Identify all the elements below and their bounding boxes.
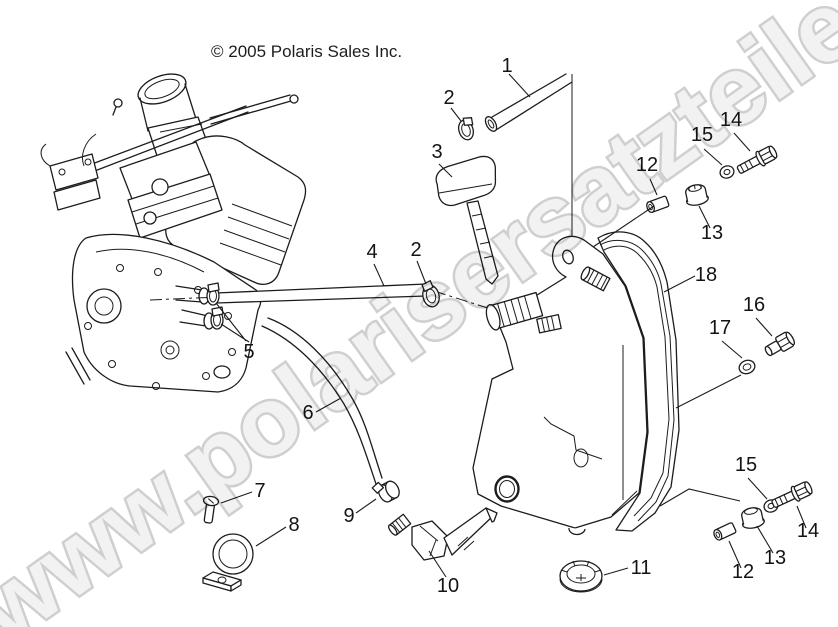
part-drain-cap bbox=[559, 560, 603, 593]
callout-6: 6 bbox=[302, 397, 342, 424]
callout-label: 2 bbox=[443, 87, 454, 109]
callout-15-top: 15 bbox=[691, 124, 723, 166]
part-clamp-pair bbox=[206, 282, 224, 330]
part-cable-clamp bbox=[202, 533, 254, 592]
part-bolt-top bbox=[736, 145, 778, 174]
part-screw bbox=[202, 495, 220, 524]
part-tank-cover bbox=[597, 231, 680, 532]
callout-10: 10 bbox=[428, 550, 459, 597]
callout-9: 9 bbox=[343, 498, 377, 527]
part-spacer-bottom bbox=[713, 522, 737, 541]
callout-label: 15 bbox=[691, 124, 713, 146]
callout-label: 12 bbox=[636, 154, 658, 176]
callout-11: 11 bbox=[603, 557, 652, 579]
callout-8: 8 bbox=[255, 514, 300, 547]
leader-bottom-mount-to-tank bbox=[659, 488, 741, 507]
callout-7: 7 bbox=[220, 480, 266, 504]
callout-label: 10 bbox=[437, 575, 459, 597]
callout-label: 6 bbox=[302, 402, 313, 424]
callout-12-bottom: 12 bbox=[728, 540, 754, 583]
part-grommet-bottom bbox=[741, 507, 765, 529]
callout-label: 14 bbox=[797, 520, 819, 542]
callout-label: 8 bbox=[288, 514, 299, 536]
callout-14-bottom: 14 bbox=[796, 505, 819, 542]
part-sealing-washer bbox=[738, 359, 756, 375]
callout-label: 16 bbox=[743, 294, 765, 316]
callout-14-top: 14 bbox=[720, 109, 751, 152]
callout-label: 11 bbox=[631, 557, 652, 579]
callout-label: 5 bbox=[243, 341, 254, 363]
part-oil-line bbox=[484, 73, 573, 132]
callout-13-top: 13 bbox=[698, 205, 723, 244]
callout-label: 9 bbox=[343, 505, 354, 527]
leader-washer-to-tank bbox=[675, 374, 742, 409]
callout-label: 13 bbox=[764, 547, 786, 569]
part-grommet-top bbox=[685, 184, 709, 206]
engine-illustration bbox=[40, 73, 307, 393]
callout-label: 12 bbox=[732, 561, 754, 583]
part-oil-tank bbox=[472, 235, 648, 536]
callout-5: 5 bbox=[215, 302, 255, 363]
part-washer-top bbox=[719, 165, 735, 179]
callout-label: 17 bbox=[709, 317, 731, 339]
part-clamp-top bbox=[458, 117, 474, 141]
callout-12-top: 12 bbox=[636, 154, 658, 196]
callout-3: 3 bbox=[431, 141, 453, 178]
part-spacer-top bbox=[646, 195, 670, 214]
callout-16: 16 bbox=[743, 294, 773, 337]
part-fitting bbox=[764, 331, 796, 357]
callout-label: 2 bbox=[410, 239, 421, 261]
part-vent-hose bbox=[261, 317, 383, 485]
callout-2-top: 2 bbox=[443, 87, 462, 122]
part-clamp-mid bbox=[421, 280, 440, 308]
callout-label: 13 bbox=[701, 222, 723, 244]
callout-1: 1 bbox=[501, 55, 531, 98]
callout-18: 18 bbox=[663, 264, 717, 293]
callout-17: 17 bbox=[709, 317, 743, 359]
part-elbow-fitting bbox=[387, 507, 498, 561]
callout-label: 4 bbox=[366, 241, 377, 263]
part-bolt-bottom bbox=[771, 481, 813, 508]
part-hose-clamp bbox=[371, 480, 400, 503]
callout-13-bottom: 13 bbox=[756, 525, 786, 569]
callout-2-mid: 2 bbox=[410, 239, 427, 285]
copyright-text: © 2005 Polaris Sales Inc. bbox=[211, 42, 402, 61]
callout-label: 3 bbox=[431, 141, 442, 163]
callout-label: 1 bbox=[501, 55, 512, 77]
callout-4: 4 bbox=[366, 241, 385, 287]
callout-label: 7 bbox=[254, 480, 265, 502]
callout-15-bottom: 15 bbox=[735, 454, 768, 500]
part-dipstick bbox=[435, 155, 499, 285]
leader-top-mount-to-tank bbox=[592, 205, 655, 248]
callout-label: 14 bbox=[720, 109, 742, 131]
callout-label: 18 bbox=[695, 264, 717, 286]
callout-label: 15 bbox=[735, 454, 757, 476]
